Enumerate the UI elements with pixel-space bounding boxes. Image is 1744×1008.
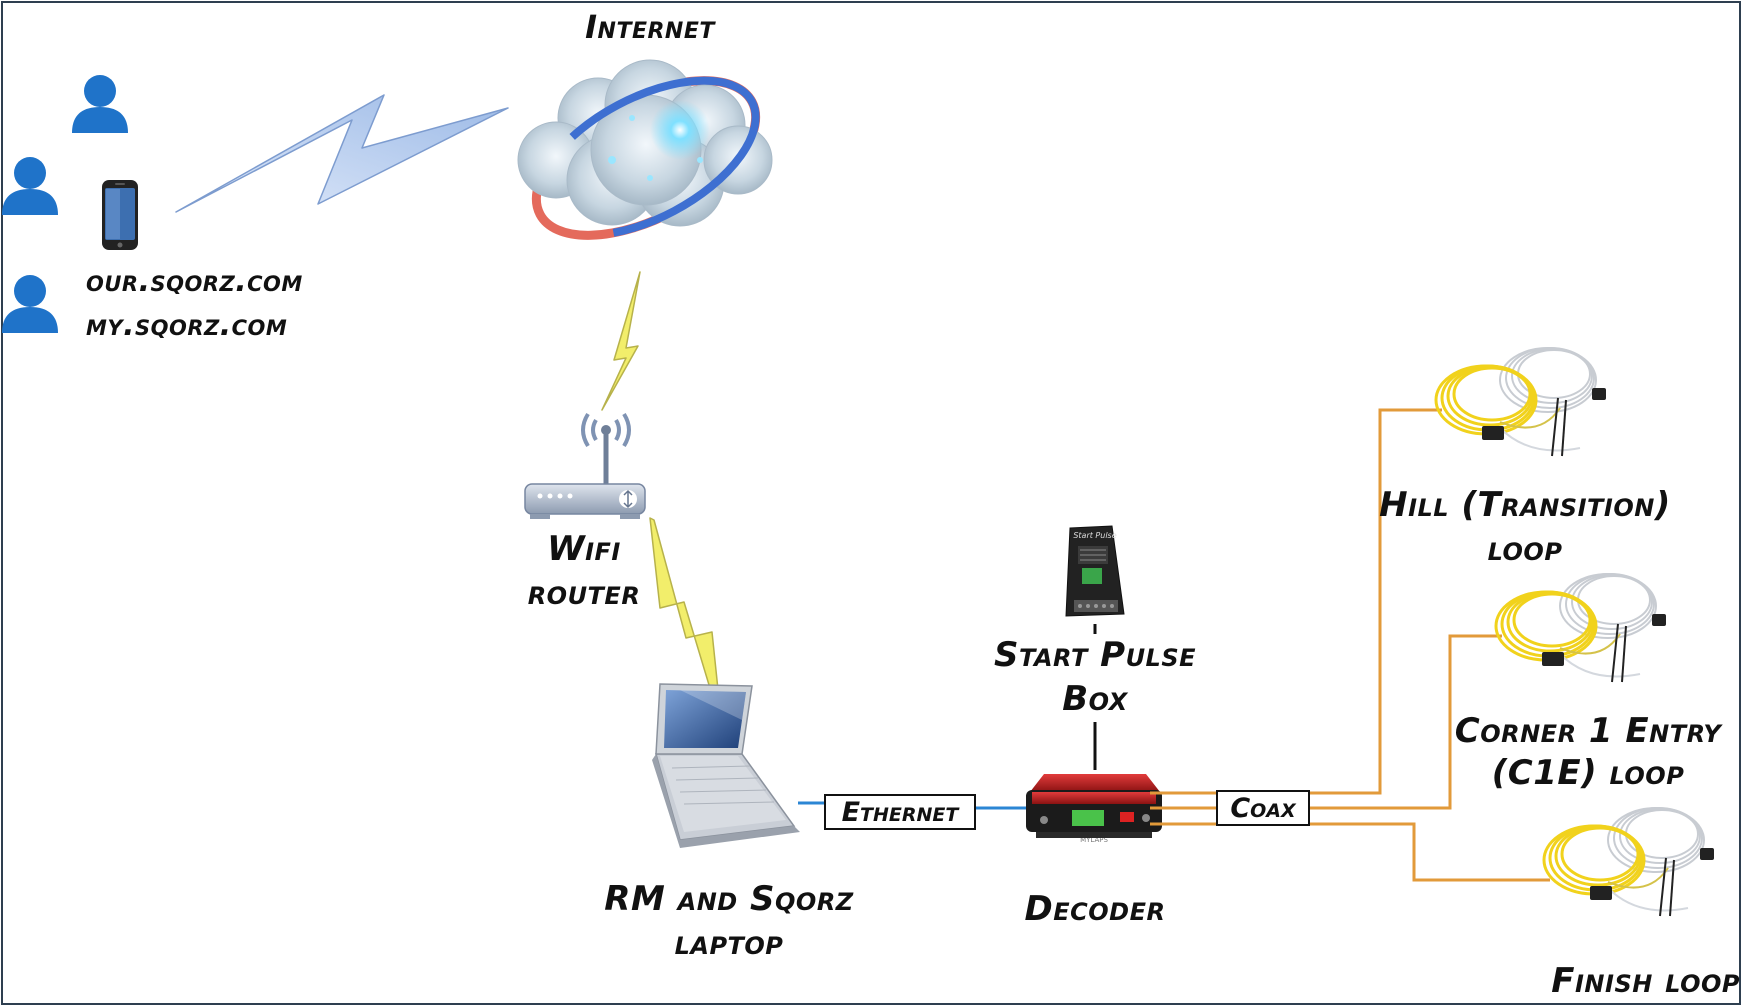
internet-cloud-icon xyxy=(517,59,773,240)
laptop-label-line1: RM and Sqorz xyxy=(604,879,854,919)
decoder-brand-text: MYLAPS xyxy=(1080,836,1108,844)
timing-loop-hill-icon xyxy=(1434,347,1606,457)
hill-loop-label-line2: loop xyxy=(1487,529,1563,569)
hill-loop-label-line1: Hill (Transition) xyxy=(1379,485,1671,525)
start-pulse-box-label-line1: Start Pulse xyxy=(993,635,1197,675)
laptop-icon xyxy=(652,683,800,848)
coax-cable-hill xyxy=(1310,408,1442,795)
corner-loop-label-line2: (C1E) loop xyxy=(1491,753,1685,793)
ethernet-label-box: Ethernet xyxy=(824,794,976,830)
wireless-link-icon xyxy=(601,271,641,411)
wireless-link-icon xyxy=(175,94,509,213)
coax-cables xyxy=(1150,408,1550,882)
wifi-router-label-line1: Wifi xyxy=(547,529,621,569)
decoder-label: Decoder xyxy=(1024,889,1166,929)
url-label-our: our.sqorz.com xyxy=(86,264,303,299)
url-label-my: my.sqorz.com xyxy=(86,308,288,343)
finish-loop-label: Finish loop xyxy=(1551,961,1740,1001)
user-icon xyxy=(2,157,58,215)
timing-loop-corner-icon xyxy=(1494,573,1666,683)
internet-label: Internet xyxy=(585,8,715,46)
corner-loop-label-line1: Corner 1 Entry xyxy=(1454,711,1722,751)
start-pulse-box-icon: Start Pulse xyxy=(1065,525,1125,617)
timing-loop-finish-icon xyxy=(1542,807,1714,917)
wifi-router-label-line2: router xyxy=(527,573,641,613)
user-icon xyxy=(2,275,58,333)
coax-cable-corner xyxy=(1310,634,1502,810)
coax-cable-finish xyxy=(1310,822,1550,882)
user-icon xyxy=(72,75,128,133)
start-pulse-box-label-line2: Box xyxy=(1062,679,1128,719)
laptop-label-line2: laptop xyxy=(674,923,784,963)
wifi-router-icon xyxy=(524,412,646,519)
smartphone-icon xyxy=(102,180,138,250)
coax-label-box: Coax xyxy=(1216,790,1310,826)
decoder-icon: MYLAPS xyxy=(1026,774,1162,844)
wireless-link-icon xyxy=(649,517,723,729)
start-pulse-screen-text: Start Pulse xyxy=(1073,531,1116,540)
